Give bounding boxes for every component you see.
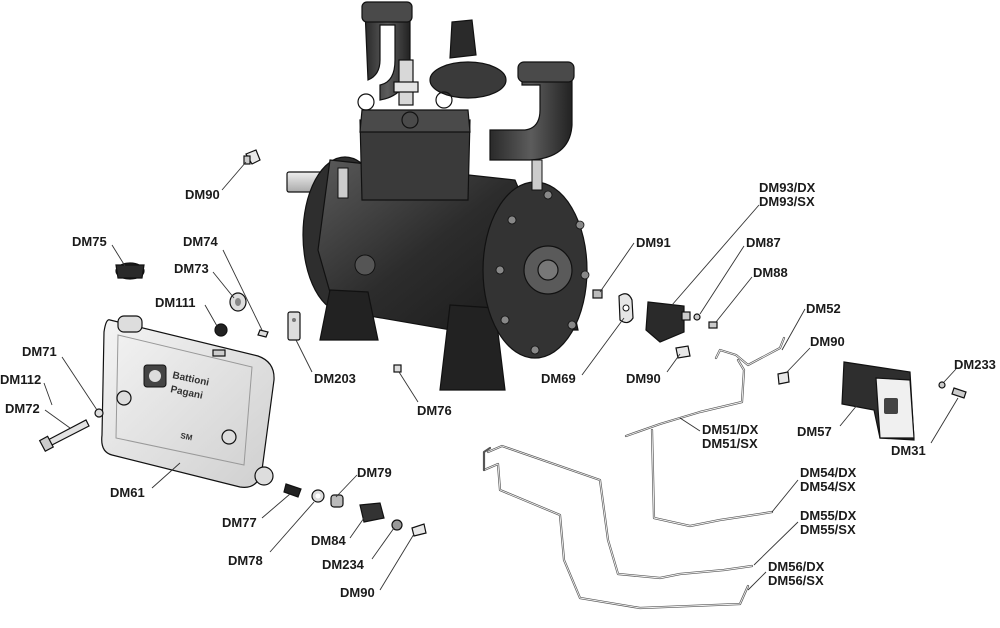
label-dm87: DM87 — [746, 235, 781, 250]
label-dm51-sx: DM51/SX — [702, 436, 758, 451]
label-dm56-dx: DM56/DX — [768, 559, 825, 574]
label-dm79: DM79 — [357, 465, 392, 480]
brand-logo — [143, 364, 167, 388]
oil-pipes — [482, 336, 786, 610]
small-parts — [38, 149, 967, 537]
label-dm233: DM233 — [954, 357, 996, 372]
label-dm57: DM57 — [797, 424, 832, 439]
label-dm54-dx: DM54/DX — [800, 465, 857, 480]
label-dm69: DM69 — [541, 371, 576, 386]
oil-tank: Battioni Pagani SM — [101, 315, 275, 488]
label-dm93-sx: DM93/SX — [759, 194, 815, 209]
label-dm74: DM74 — [183, 234, 218, 249]
label-dm111: DM111 — [155, 295, 195, 310]
callout-labels: DM90 DM75 DM74 DM73 DM111 DM71 DM112 DM7… — [0, 180, 996, 600]
label-dm112: DM112 — [0, 372, 41, 387]
label-dm77: DM77 — [222, 515, 257, 530]
label-dm90-mid: DM90 — [626, 371, 661, 386]
label-dm78: DM78 — [228, 553, 263, 568]
label-dm55-sx: DM55/SX — [800, 522, 856, 537]
label-dm55-dx: DM55/DX — [800, 508, 857, 523]
label-dm91: DM91 — [636, 235, 671, 250]
label-dm88: DM88 — [753, 265, 788, 280]
label-dm61: DM61 — [110, 485, 145, 500]
label-dm234: DM234 — [322, 557, 365, 572]
label-dm90-bottom: DM90 — [340, 585, 375, 600]
leader-lines — [43, 161, 959, 591]
pump-assembly — [286, 1, 590, 391]
label-dm93-dx: DM93/DX — [759, 180, 816, 195]
label-dm90-top: DM90 — [185, 187, 220, 202]
label-dm73: DM73 — [174, 261, 209, 276]
label-dm51-dx: DM51/DX — [702, 422, 759, 437]
tank-model: SM — [180, 431, 194, 442]
label-dm31: DM31 — [891, 443, 926, 458]
label-dm90-right: DM90 — [810, 334, 845, 349]
label-dm56-sx: DM56/SX — [768, 573, 824, 588]
label-dm52: DM52 — [806, 301, 841, 316]
label-dm72: DM72 — [5, 401, 40, 416]
label-dm84: DM84 — [311, 533, 346, 548]
label-dm203: DM203 — [314, 371, 356, 386]
label-dm54-sx: DM54/SX — [800, 479, 856, 494]
label-dm75: DM75 — [72, 234, 107, 249]
label-dm71: DM71 — [22, 344, 57, 359]
label-dm76: DM76 — [417, 403, 452, 418]
